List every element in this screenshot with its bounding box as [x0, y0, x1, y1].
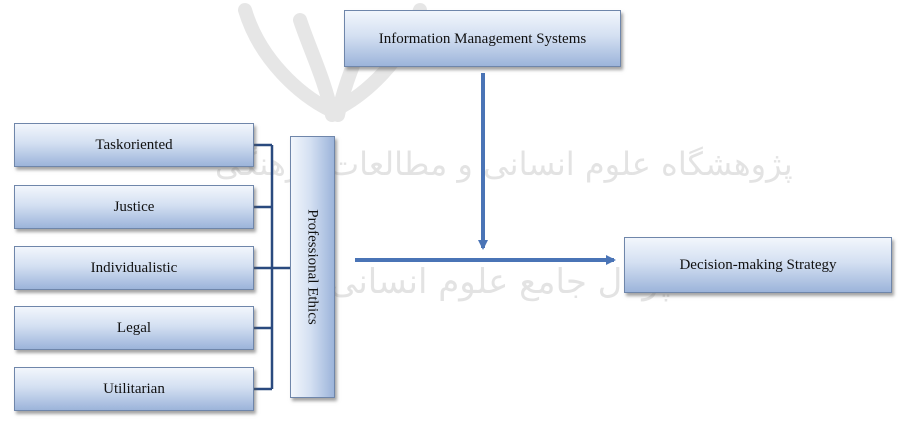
information-management-systems-label: Information Management Systems: [378, 30, 587, 47]
factor-box-justice: Justice: [14, 185, 254, 229]
factor-label-individualistic: Individualistic: [90, 260, 178, 276]
information-management-systems-box: Information Management Systems: [344, 10, 621, 67]
decision-making-strategy-label: Decision-making Strategy: [679, 257, 837, 273]
factor-box-taskoriented: Taskoriented: [14, 123, 254, 167]
factor-box-individualistic: Individualistic: [14, 246, 254, 290]
factor-label-utilitarian: Utilitarian: [103, 381, 165, 397]
professional-ethics-box: Professional Ethics: [290, 136, 335, 398]
factor-label-justice: Justice: [113, 199, 155, 215]
professional-ethics-label: Professional Ethics: [304, 209, 321, 325]
factor-box-legal: Legal: [14, 306, 254, 350]
factor-label-taskoriented: Taskoriented: [95, 137, 173, 153]
decision-making-strategy-box: Decision-making Strategy: [624, 237, 892, 293]
factor-label-legal: Legal: [116, 320, 152, 336]
factor-box-utilitarian: Utilitarian: [14, 367, 254, 411]
